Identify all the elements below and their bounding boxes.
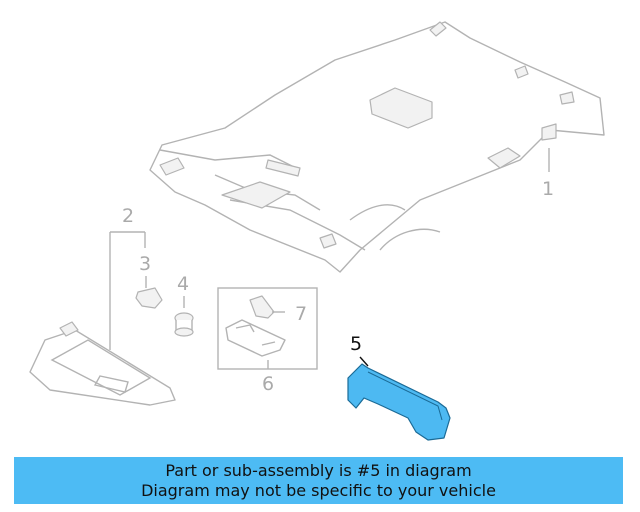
callout-1: 1 [542,178,554,200]
grab-handle-edge [367,371,443,421]
info-banner: Part or sub-assembly is #5 in diagram Di… [14,457,623,504]
callout-6: 6 [262,373,274,395]
lamp-housing-part-6 [225,319,286,357]
lamp-part-7 [249,295,285,319]
headliner-part [149,21,605,273]
callout-3: 3 [139,253,151,275]
clip-part-3 [135,287,163,309]
exploded-parts-diagram: 1 2 3 4 7 [29,21,605,441]
banner-line-1: Part or sub-assembly is #5 in diagram [165,460,472,480]
callout-7: 7 [295,303,307,325]
grab-handle-part-5 [347,363,451,441]
sun-visor-part-2 [29,321,176,406]
bracket-2 [109,231,146,350]
banner-line-2: Diagram may not be specific to your vehi… [141,480,496,500]
callout-4: 4 [177,273,189,295]
leader-5 [359,356,369,367]
callout-2: 2 [122,205,134,227]
callout-5: 5 [350,333,362,355]
holder-part-4 [174,312,194,337]
